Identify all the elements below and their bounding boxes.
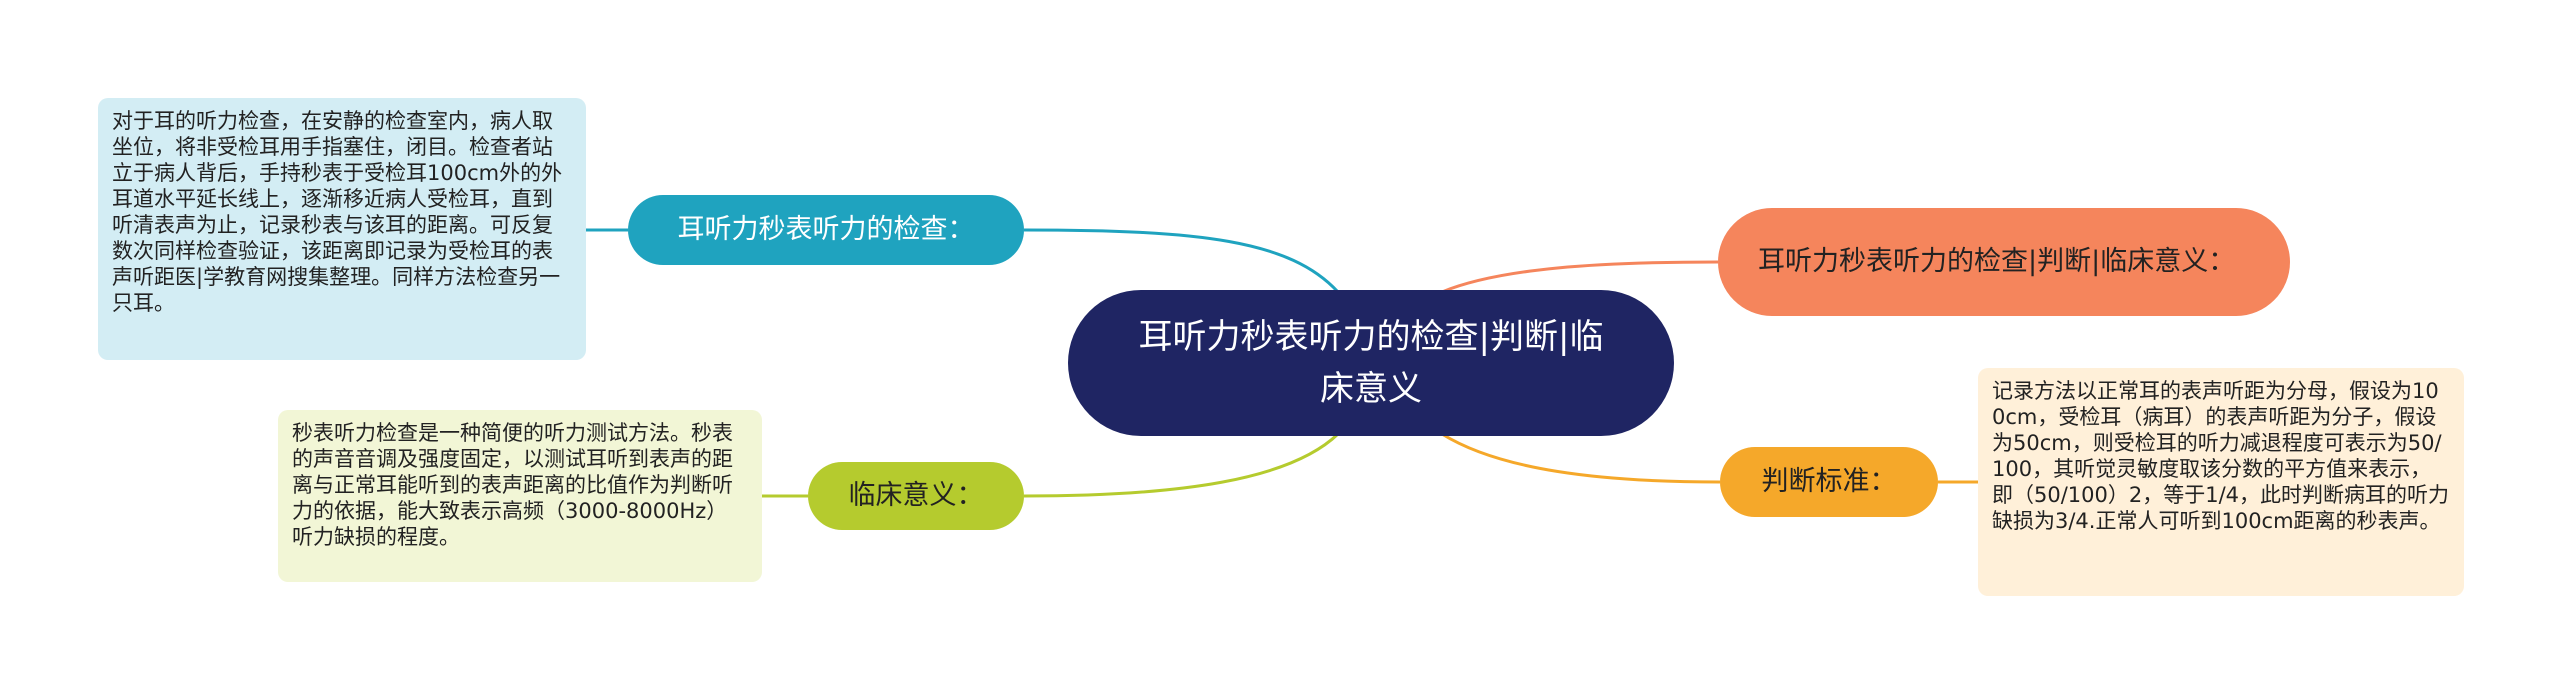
branch-criteria-label: 判断标准：	[1761, 466, 1897, 497]
detail-clinical-significance-text: 秒表听力检查是一种简便的听力测试方法。秒表的声音音调及强度固定，以测试耳听到表声…	[292, 421, 733, 549]
detail-clinical-significance[interactable]: 秒表听力检查是一种简便的听力测试方法。秒表的声音音调及强度固定，以测试耳听到表声…	[278, 410, 762, 582]
central-topic[interactable]: 耳听力秒表听力的检查|判断|临床意义	[1068, 290, 1674, 436]
link-center-to-clinical	[1023, 432, 1340, 498]
branch-title-repeat[interactable]: 耳听力秒表听力的检查|判断|临床意义：	[1718, 208, 2290, 316]
detail-criteria-text: 记录方法以正常耳的表声听距为分母，假设为100cm，受检耳（病耳）的表声听距为分…	[1992, 379, 2450, 533]
central-topic-label: 耳听力秒表听力的检查|判断|临床意义	[1138, 317, 1604, 409]
detail-criteria[interactable]: 记录方法以正常耳的表声听距为分母，假设为100cm，受检耳（病耳）的表声听距为分…	[1978, 368, 2464, 596]
link-center-to-title-branch	[1441, 260, 1719, 294]
detail-check-procedure[interactable]: 对于耳的听力检查，在安静的检查室内，病人取坐位，将非受检耳用手指塞住，闭目。检查…	[98, 98, 586, 360]
branch-criteria[interactable]: 判断标准：	[1720, 447, 1938, 517]
branch-title-repeat-label: 耳听力秒表听力的检查|判断|临床意义：	[1758, 246, 2236, 277]
branch-hearing-check[interactable]: 耳听力秒表听力的检查：	[628, 195, 1024, 265]
branch-hearing-check-label: 耳听力秒表听力的检查：	[677, 214, 975, 245]
detail-check-procedure-text: 对于耳的听力检查，在安静的检查室内，病人取坐位，将非受检耳用手指塞住，闭目。检查…	[112, 109, 563, 315]
link-center-to-check	[1023, 228, 1340, 294]
link-center-to-criteria	[1441, 432, 1721, 484]
branch-clinical-significance-label: 临床意义：	[848, 480, 984, 511]
branch-clinical-significance[interactable]: 临床意义：	[808, 462, 1024, 530]
